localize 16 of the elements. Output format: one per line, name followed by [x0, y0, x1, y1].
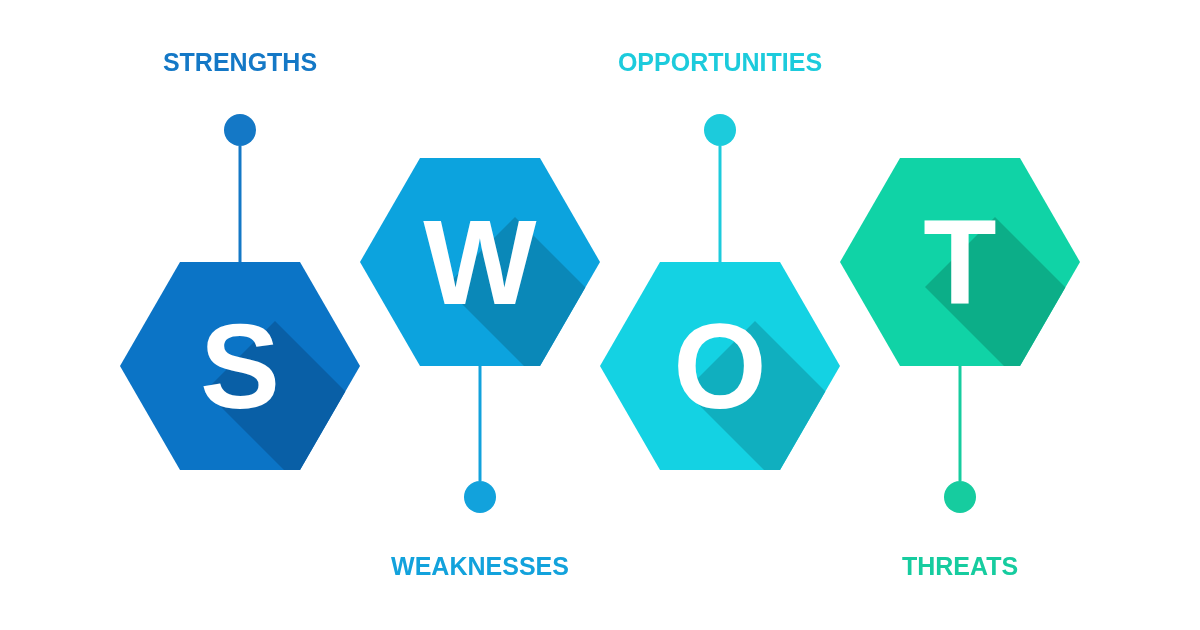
hexagon-letter: O [673, 306, 767, 426]
dot-marker [224, 114, 256, 146]
category-heading: STRENGTHS [162, 47, 318, 77]
dot-marker [944, 481, 976, 513]
category-heading: OPPORTUNITIES [617, 47, 823, 77]
connector-line [958, 366, 962, 481]
dot-marker [464, 481, 496, 513]
connector-line [478, 366, 482, 481]
connector-line [718, 146, 722, 262]
dot-marker [704, 114, 736, 146]
hexagon-letter: W [423, 202, 537, 322]
connector-line [238, 146, 242, 262]
category-heading: WEAKNESSES [391, 551, 569, 581]
hexagon-letter: T [923, 202, 997, 322]
hexagon-letter: S [200, 306, 280, 426]
category-heading: THREATS [901, 551, 1019, 581]
